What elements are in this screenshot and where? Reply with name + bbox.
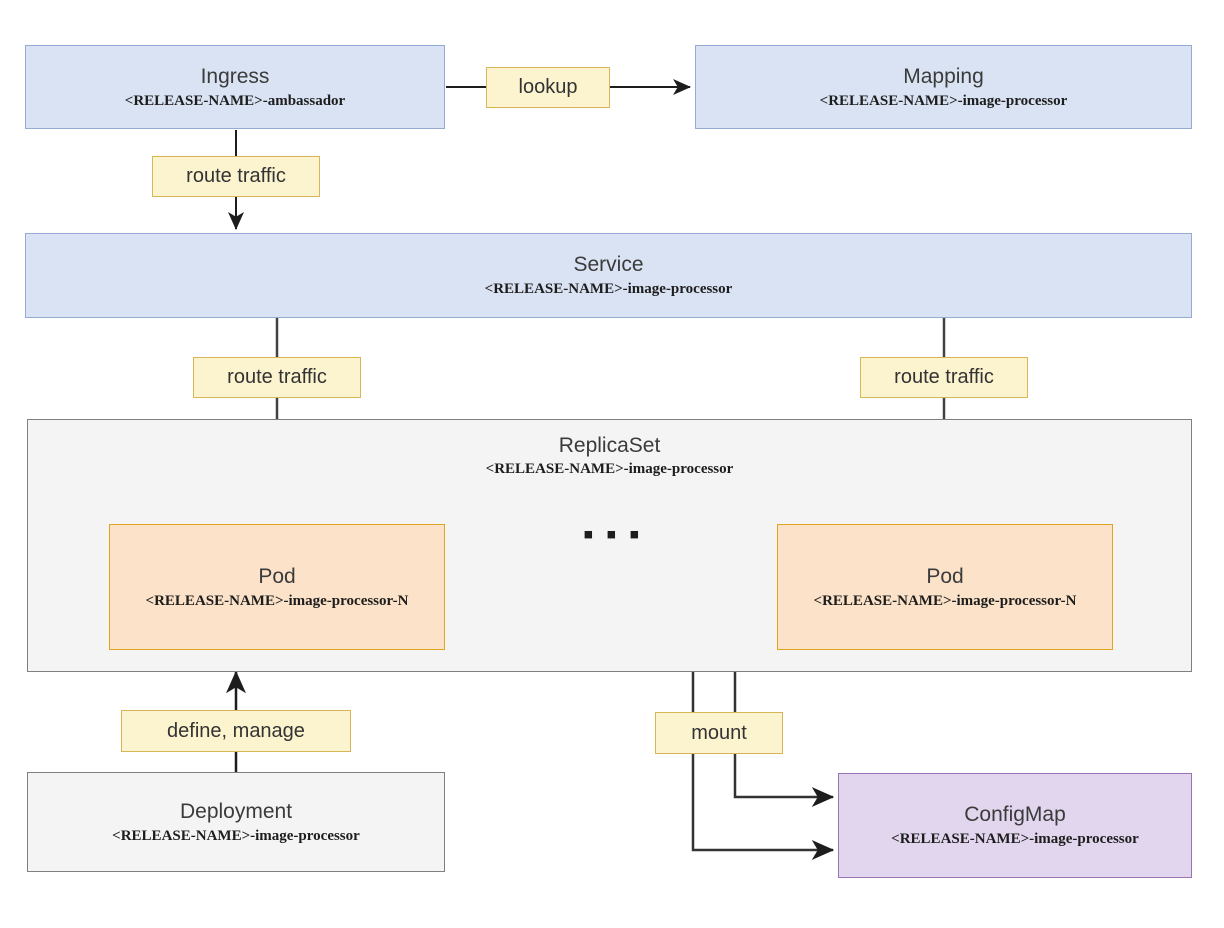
ingress-title: Ingress <box>200 64 270 88</box>
edge-label-route-traffic-ingress[interactable]: route traffic <box>152 156 320 197</box>
edge-label-mount[interactable]: mount <box>655 712 783 754</box>
node-service[interactable]: Service <RELEASE-NAME>-image-processor <box>25 233 1192 318</box>
node-configmap[interactable]: ConfigMap <RELEASE-NAME>-image-processor <box>838 773 1192 878</box>
node-ingress[interactable]: Ingress <RELEASE-NAME>-ambassador <box>25 45 445 129</box>
node-deployment[interactable]: Deployment <RELEASE-NAME>-image-processo… <box>27 772 445 872</box>
replicaset-subtitle: <RELEASE-NAME>-image-processor <box>485 461 734 477</box>
edge-label-route-traffic-left[interactable]: route traffic <box>193 357 361 398</box>
pod-right-subtitle: <RELEASE-NAME>-image-processor-N <box>813 592 1077 609</box>
deployment-title: Deployment <box>179 799 293 823</box>
node-mapping[interactable]: Mapping <RELEASE-NAME>-image-processor <box>695 45 1192 129</box>
replicaset-caption: ReplicaSet <RELEASE-NAME>-image-processo… <box>28 434 1191 478</box>
configmap-title: ConfigMap <box>964 803 1066 826</box>
edge-label-define-manage[interactable]: define, manage <box>121 710 351 752</box>
ingress-subtitle: <RELEASE-NAME>-ambassador <box>124 92 346 109</box>
pods-ellipsis: ▪ ▪ ▪ <box>583 518 642 551</box>
pod-left-title: Pod <box>258 564 296 588</box>
node-pod-left[interactable]: Pod <RELEASE-NAME>-image-processor-N <box>109 524 445 650</box>
pod-left-subtitle: <RELEASE-NAME>-image-processor-N <box>145 592 409 609</box>
mapping-subtitle: <RELEASE-NAME>-image-processor <box>819 92 1068 109</box>
configmap-subtitle: <RELEASE-NAME>-image-processor <box>891 831 1139 848</box>
pod-right-title: Pod <box>926 564 964 588</box>
replicaset-title: ReplicaSet <box>558 434 661 457</box>
edge-label-lookup[interactable]: lookup <box>486 67 610 108</box>
service-subtitle: <RELEASE-NAME>-image-processor <box>484 281 733 298</box>
edge-label-route-traffic-right[interactable]: route traffic <box>860 357 1028 398</box>
deployment-subtitle: <RELEASE-NAME>-image-processor <box>112 827 360 844</box>
mapping-title: Mapping <box>903 64 984 88</box>
service-title: Service <box>573 253 644 276</box>
node-pod-right[interactable]: Pod <RELEASE-NAME>-image-processor-N <box>777 524 1113 650</box>
